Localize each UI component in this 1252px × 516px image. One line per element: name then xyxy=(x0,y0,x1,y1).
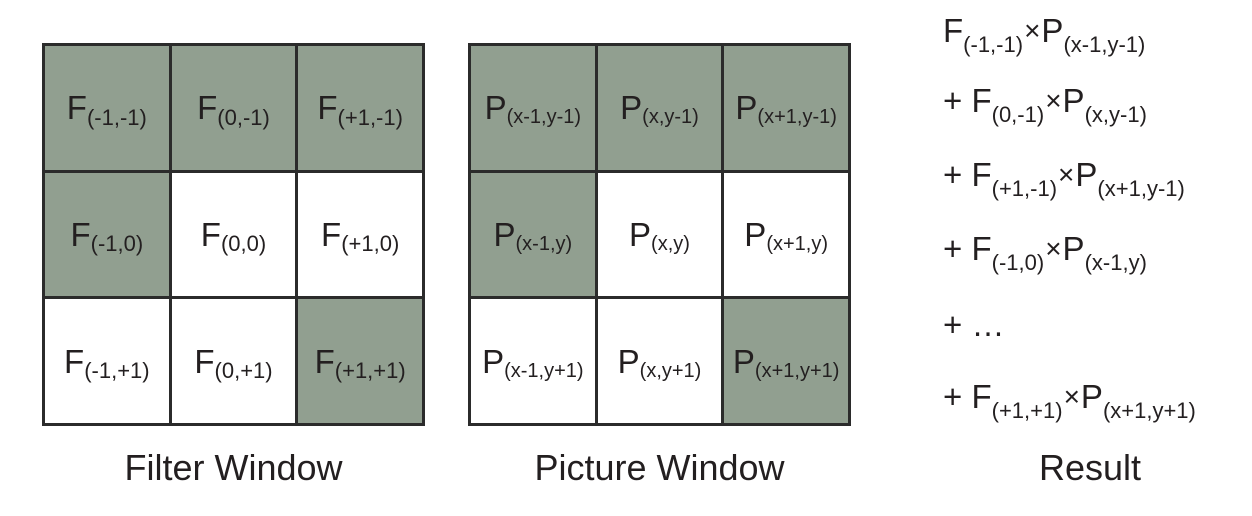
picture-cell-sub: (x,y) xyxy=(651,232,690,255)
result-term-f-sub: (+1,+1) xyxy=(991,398,1063,423)
result-term-prefix: + xyxy=(943,378,972,415)
result-term-p: P xyxy=(1062,82,1085,119)
result-term: + F(+1,+1)×P(x+1,y+1) xyxy=(943,378,1196,422)
result-term-p: P xyxy=(1075,156,1098,193)
filter-cell-base: F xyxy=(64,342,85,380)
result-term: + F(+1,-1)×P(x+1,y-1) xyxy=(943,156,1185,200)
result-term: + F(-1,0)×P(x-1,y) xyxy=(943,230,1147,274)
picture-cell: P(x+1,y) xyxy=(724,172,848,297)
filter-cell-base: F xyxy=(314,342,335,380)
filter-cell: F(0,-1) xyxy=(171,46,296,170)
picture-cell-base: P xyxy=(744,215,767,253)
picture-cell-sub: (x+1,y+1) xyxy=(754,359,840,382)
times-symbol: × xyxy=(1024,15,1041,46)
picture-cell-sub: (x-1,y-1) xyxy=(506,106,582,129)
result-term-f-sub: (-1,-1) xyxy=(963,32,1024,57)
filter-cell-sub: (-1,-1) xyxy=(86,104,147,130)
filter-cell: F(-1,0) xyxy=(45,172,169,297)
picture-window-caption: Picture Window xyxy=(534,447,785,488)
filter-cell-sub: (+1,-1) xyxy=(337,104,403,130)
picture-cell-base: P xyxy=(620,89,643,127)
filter-cell: F(-1,+1) xyxy=(45,299,169,423)
filter-cell-sub: (+1,+1) xyxy=(334,358,406,384)
filter-cell-base: F xyxy=(66,89,87,127)
picture-cell-sub: (x+1,y) xyxy=(766,232,828,255)
filter-cell: F(+1,+1) xyxy=(298,299,422,423)
filter-cell: F(+1,0) xyxy=(298,172,422,297)
filter-window-caption: Filter Window xyxy=(124,447,343,488)
result-caption: Result xyxy=(1038,447,1142,488)
picture-cell: P(x,y+1) xyxy=(597,299,722,423)
picture-cell: P(x-1,y+1) xyxy=(471,299,595,423)
filter-cell: F(+1,-1) xyxy=(298,46,422,170)
times-symbol: × xyxy=(1045,233,1062,264)
result-term-p-sub: (x+1,y-1) xyxy=(1097,176,1185,201)
result-term-f: F xyxy=(943,12,964,49)
picture-cell-sub: (x+1,y-1) xyxy=(757,106,837,129)
result-term-p-sub: (x+1,y+1) xyxy=(1102,398,1196,423)
filter-cell-sub: (-1,0) xyxy=(90,231,144,257)
result-term-p-sub: (x-1,y-1) xyxy=(1063,32,1146,57)
result-term-prefix: + xyxy=(943,82,972,119)
result-term-f-sub: (+1,-1) xyxy=(991,176,1058,201)
filter-cell: F(-1,-1) xyxy=(45,46,169,170)
filter-cell-sub: (0,-1) xyxy=(217,104,270,130)
picture-cell-base: P xyxy=(735,89,758,127)
result-term-prefix: + xyxy=(943,156,972,193)
times-symbol: × xyxy=(1045,85,1062,116)
filter-cell-base: F xyxy=(194,342,215,380)
filter-cell-base: F xyxy=(200,215,221,253)
filter-cell: F(0,0) xyxy=(171,172,296,297)
filter-window-grid: F(-1,-1) F(0,-1) F(+1,-1) F(-1,0) F(0,0)… xyxy=(42,43,425,426)
times-symbol: × xyxy=(1063,381,1080,412)
picture-cell: P(x+1,y-1) xyxy=(724,46,848,170)
picture-cell: P(x,y-1) xyxy=(597,46,722,170)
result-term-f-sub: (0,-1) xyxy=(991,102,1045,127)
picture-cell: P(x-1,y-1) xyxy=(471,46,595,170)
picture-cell-sub: (x,y+1) xyxy=(639,359,702,382)
result-term-p-sub: (x-1,y) xyxy=(1084,250,1147,275)
picture-cell-base: P xyxy=(629,215,652,253)
result-term-p-sub: (x,y-1) xyxy=(1084,102,1147,127)
result-term-f: F xyxy=(971,230,992,267)
times-symbol: × xyxy=(1058,159,1075,190)
result-term-f-sub: (-1,0) xyxy=(991,250,1045,275)
filter-cell-base: F xyxy=(197,89,218,127)
result-term-f: F xyxy=(971,378,992,415)
picture-window-grid: P(x-1,y-1) P(x,y-1) P(x+1,y-1) P(x-1,y) … xyxy=(468,43,851,426)
filter-cell-sub: (0,+1) xyxy=(214,358,273,384)
result-term: F(-1,-1)×P(x-1,y-1) xyxy=(943,12,1145,56)
picture-cell: P(x+1,y+1) xyxy=(724,299,848,423)
picture-cell: P(x,y) xyxy=(597,172,722,297)
result-term-p: P xyxy=(1080,378,1103,415)
picture-cell-base: P xyxy=(732,342,755,380)
result-term-prefix: + xyxy=(943,230,972,267)
filter-cell-base: F xyxy=(70,215,91,253)
result-term-p: P xyxy=(1062,230,1085,267)
filter-cell-base: F xyxy=(317,89,338,127)
filter-cell: F(0,+1) xyxy=(171,299,296,423)
result-term-f: F xyxy=(971,156,992,193)
picture-cell-base: P xyxy=(493,215,516,253)
picture-cell-sub: (x-1,y+1) xyxy=(504,359,584,382)
filter-cell-sub: (0,0) xyxy=(220,231,267,257)
picture-cell-sub: (x-1,y) xyxy=(515,232,573,255)
picture-cell-sub: (x,y-1) xyxy=(642,106,699,129)
result-term: + F(0,-1)×P(x,y-1) xyxy=(943,82,1147,126)
picture-cell: P(x-1,y) xyxy=(471,172,595,297)
filter-cell-sub: (+1,0) xyxy=(341,231,400,257)
result-term-p: P xyxy=(1041,12,1064,49)
filter-cell-sub: (-1,+1) xyxy=(84,358,150,384)
result-term-f: F xyxy=(971,82,992,119)
result-ellipsis: + … xyxy=(943,306,1005,343)
picture-cell-base: P xyxy=(617,342,640,380)
filter-cell-base: F xyxy=(321,215,342,253)
picture-cell-base: P xyxy=(484,89,507,127)
picture-cell-base: P xyxy=(482,342,505,380)
